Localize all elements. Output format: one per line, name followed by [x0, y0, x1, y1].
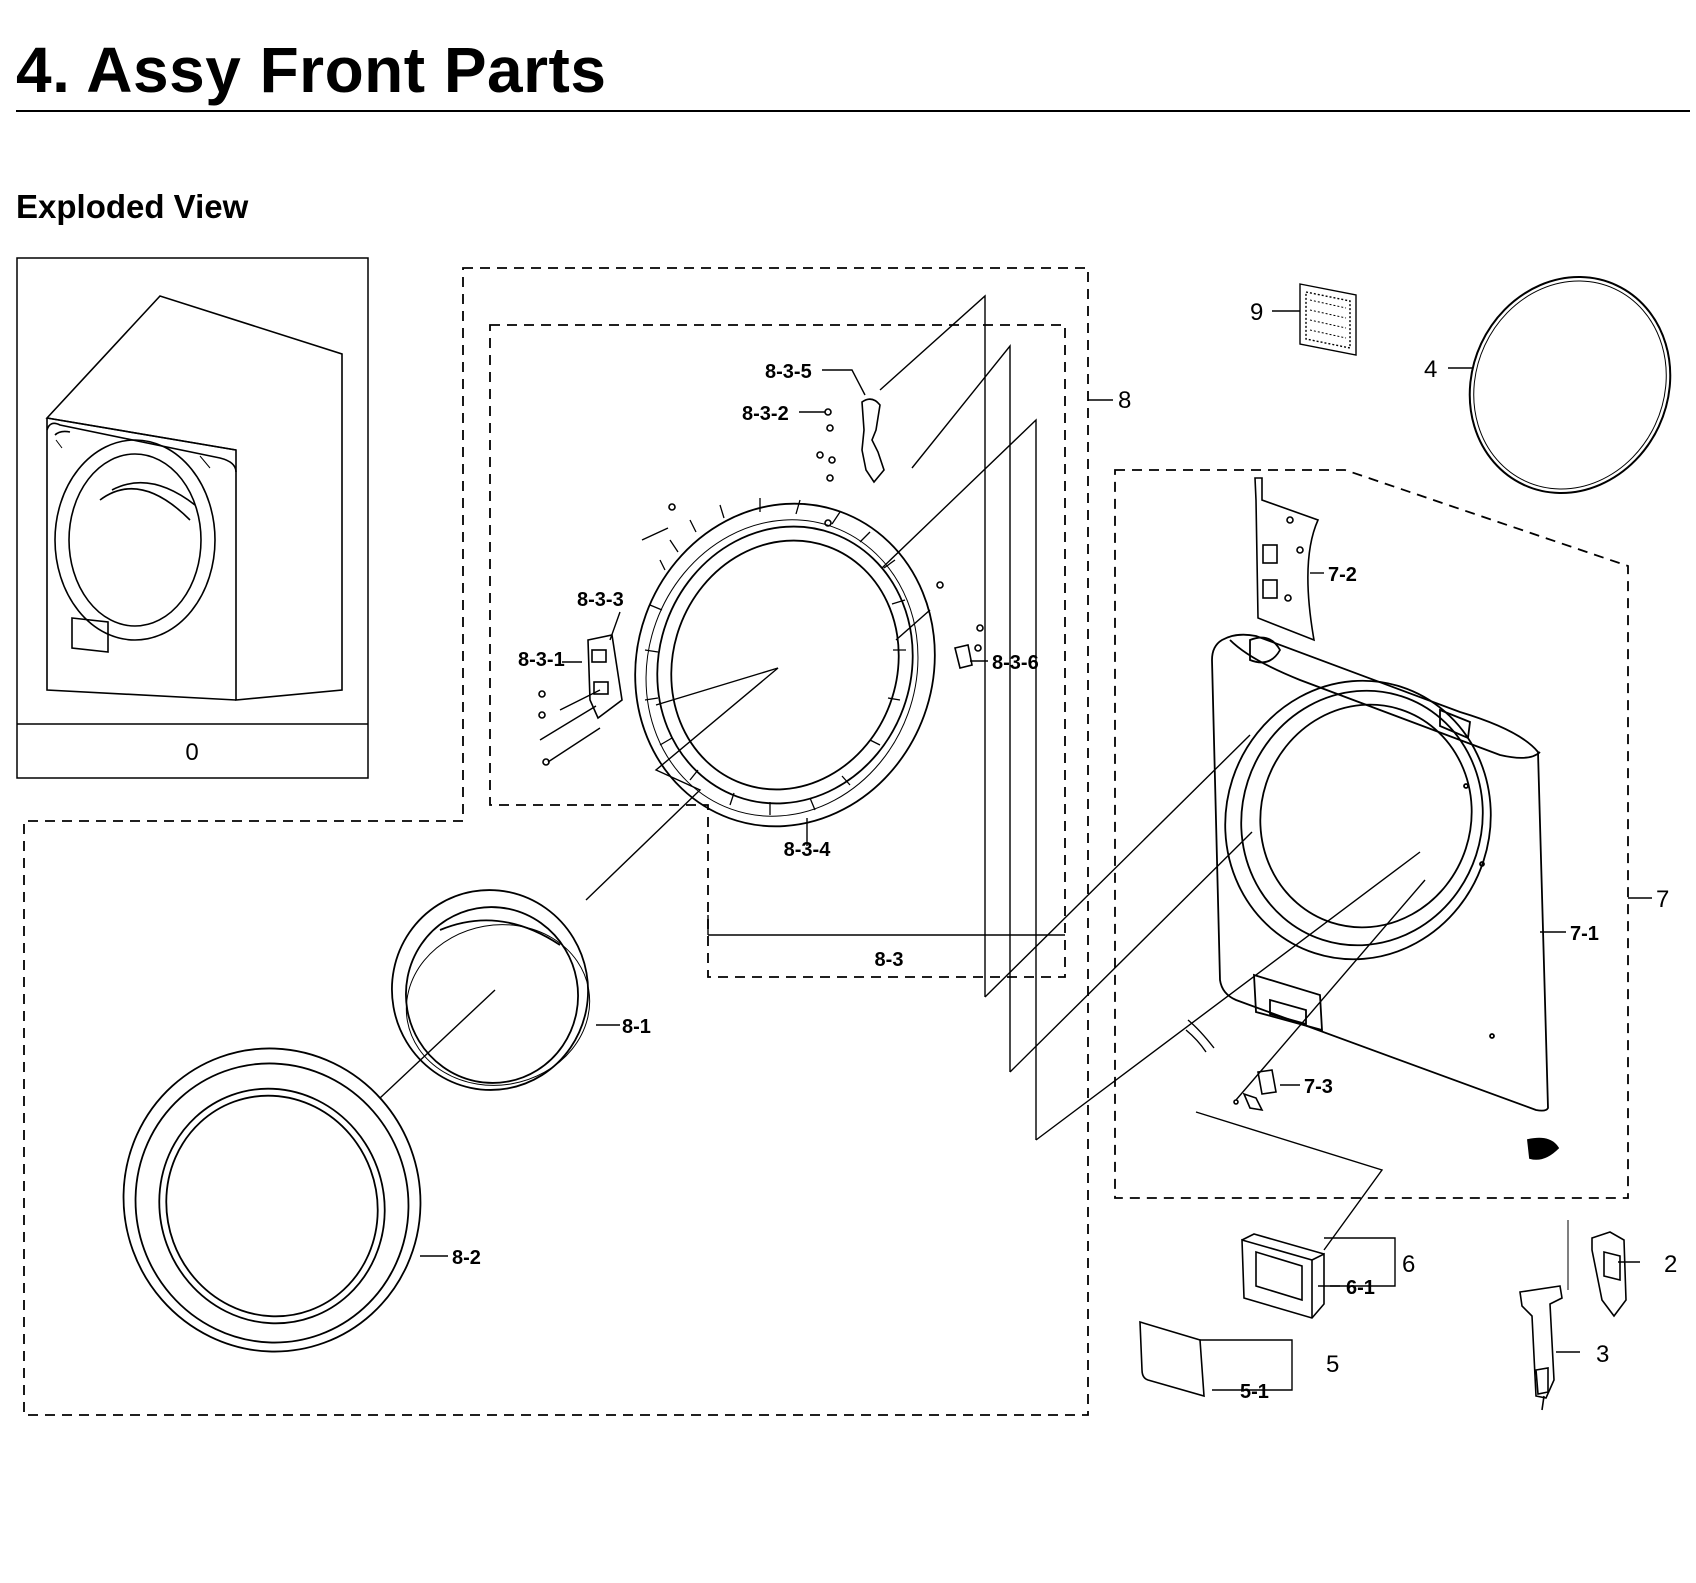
label-door-inner: 8-3: [875, 949, 904, 971]
label-door-assy: 8: [1118, 387, 1131, 414]
label-part-2: 2: [1664, 1251, 1677, 1278]
filter-illustration: [1299, 283, 1357, 356]
part-2-illustration: [1567, 1220, 1627, 1318]
label-hinge: 8-3-5: [765, 361, 812, 383]
label-door-frame: 8-3-4: [784, 839, 832, 861]
filter-cover-illustration: [1139, 1320, 1205, 1398]
hinge-plate-illustration: [538, 503, 984, 766]
label-ticks: [420, 310, 1652, 1391]
washer-illustration: [45, 295, 343, 701]
label-door-outer: 8-2: [452, 1247, 481, 1269]
label-front-bracket: 7-2: [1328, 564, 1357, 586]
title-divider: [16, 110, 1690, 112]
label-filter-cover-part: 5-1: [1240, 1381, 1269, 1403]
label-filter: 9: [1250, 299, 1263, 326]
label-hinge-plate-screw: 8-3-1: [518, 649, 565, 671]
part-3-illustration: [1519, 1285, 1563, 1411]
page-title: 4. Assy Front Parts: [16, 34, 607, 106]
label-front-panel-assy: 7: [1656, 886, 1669, 913]
front-bracket-illustration: [1254, 477, 1320, 642]
gasket-wire-illustration: [1468, 276, 1672, 494]
label-door-lock: 7-3: [1304, 1076, 1333, 1098]
leader-lines: [379, 294, 1426, 1251]
section-subtitle: Exploded View: [16, 188, 249, 225]
door-lock-illustration: [1233, 1069, 1277, 1112]
label-part-3: 3: [1596, 1341, 1609, 1368]
assembly-outlines: [23, 267, 1629, 1416]
door-outer-illustration: [122, 1047, 422, 1353]
door-glass-illustration: [391, 889, 591, 1091]
label-gasket-wire: 4: [1424, 356, 1437, 383]
label-door-hook: 8-3-6: [992, 652, 1039, 674]
label-overview: 0: [185, 739, 198, 766]
label-front-panel: 7-1: [1570, 923, 1599, 945]
label-hinge-plate: 8-3-3: [577, 589, 624, 611]
label-door-glass: 8-1: [622, 1016, 651, 1038]
label-filter-case-part: 6-1: [1346, 1277, 1375, 1299]
label-filter-cover: 5: [1326, 1351, 1339, 1378]
door-hook-illustration: [954, 644, 973, 669]
label-filter-case: 6: [1402, 1251, 1415, 1278]
front-panel-illustration: [1185, 633, 1560, 1160]
filter-case-illustration: [1241, 1233, 1325, 1319]
overview-box: [16, 257, 369, 779]
label-hinge-screw: 8-3-2: [742, 403, 789, 425]
door-frame-illustration: [634, 498, 936, 828]
